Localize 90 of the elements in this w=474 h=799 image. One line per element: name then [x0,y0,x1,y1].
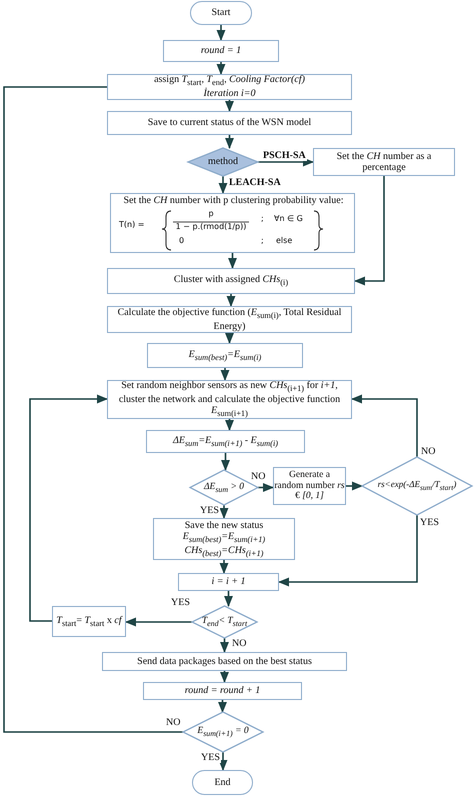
node-text: ΔE$_{sum}$ > 0 [204,482,244,494]
arrow [29,394,108,622]
node-text: CHs$_{(best)}$=CHs$_{(i+1)}$ [184,544,264,558]
node-text: T$_{start}$= T$_{start}$ x cf [56,614,122,628]
edge-label: YES [170,597,191,608]
node-text: round = round + 1 [184,685,260,697]
arrow [354,176,385,286]
node-text: Calculate the objective function (E$_{sum(i)}$, Total Residual Energy) [116,306,342,332]
node-text: assign T$_{start}$, T$_{end}$, Cooling Factor(cf) [154,74,305,88]
process-box [107,268,355,294]
arrow [220,638,229,654]
node-text: Set the CH number with p clustering probability value: [122,196,344,206]
edge-label: YES [419,517,440,528]
connector-line [3,86,183,733]
edge-label: NO [165,717,182,728]
process-box [102,652,347,671]
arrow [220,560,228,574]
arrow [258,483,274,492]
process-box [163,40,279,62]
node-text: İteration i=0 [203,88,256,100]
edge-label: LEACH-SA [228,177,282,188]
arrow [226,294,236,308]
formula-text: 1 − p.(rmod(1/p)) [174,223,248,231]
arrow [216,62,226,76]
arrow [221,453,230,472]
node-text: Save to current status of the WSN model [148,117,312,129]
node-text: round = 1 [200,45,242,57]
arrow [216,25,226,42]
arrow [346,482,364,490]
arrow [278,515,418,586]
process-box [146,430,305,453]
formula-text: T(n) = [119,221,146,229]
arrow [225,135,234,150]
process-box [107,111,352,135]
process-box [107,74,352,100]
terminal-box [192,770,253,795]
edge-label: NO [420,446,436,457]
node-text: E$_{sum(i+1)}$ = 0 [197,726,249,738]
node-text: method [208,156,238,168]
formula-text: ; [261,237,265,245]
arrow [225,419,234,432]
edge-label: NO [250,471,266,482]
decision-diamond [188,148,258,176]
decision-diamond [192,606,257,638]
node-text: Cluster with assigned CHs$_{(i)}$ [174,274,288,288]
arrow [220,505,228,520]
arrow [218,752,228,772]
arrow [220,368,230,382]
process-box [153,518,295,560]
node-text: Send data packages based on the best status [137,656,312,668]
edge-label: NO [231,638,248,649]
process-box [110,193,355,253]
arrow [220,671,229,684]
arrow [225,100,234,112]
edge-label: PSCH-SA [262,150,307,161]
node-text: Set the CH number as a percentage [336,150,432,174]
node-text: i = i + 1 [211,576,246,588]
terminal-label: End [214,776,231,788]
decision-diamond [362,457,472,515]
node-text: E$_{sum(best)}$=E$_{sum(i+1)}$ [182,531,266,545]
node-text: Set random neighbor sensors as new CHs$_{(i+1)}$ for i+1, cluster the network and calculate the objective function E$_{sum(i+1)}$ [118,380,342,419]
process-box [147,343,303,368]
process-box [143,682,302,700]
process-box [52,606,126,637]
terminal-box [190,1,252,25]
terminal-label: Start [212,7,230,19]
node-text: T$_{end}$< T$_{start}$ [202,616,248,628]
edge-label: YES [200,752,221,763]
node-text: E$_{sum(best)}$=E$_{sum(i)}$ [188,348,262,362]
edge-label: YES [199,505,220,516]
arrow [350,394,418,457]
arrow [225,332,234,344]
node-text: Save the new status [184,520,264,532]
decision-diamond [183,712,263,752]
arrow [218,700,227,714]
arrow [124,618,192,626]
arrow [258,158,314,166]
node-text: Generate a random number rs € [0, 1] [274,470,345,502]
node-text: rs<exp(-ΔE$_{sum}$/T$_{start}$) [378,479,456,493]
arrow [224,591,233,608]
node-text: ΔE$_{sum}$=E$_{sum(i+1)}$ - E$_{sum(i)}$ [172,434,278,448]
arrow [218,176,228,194]
formula-text: 0 [179,237,186,245]
process-box [178,573,279,591]
process-box [313,148,455,176]
formula-text: p [207,210,215,218]
formula-text: else [276,237,294,245]
arrow [228,253,237,270]
formula-text: ; [261,215,265,223]
formula-text: ∀n ∈ G [274,215,304,223]
